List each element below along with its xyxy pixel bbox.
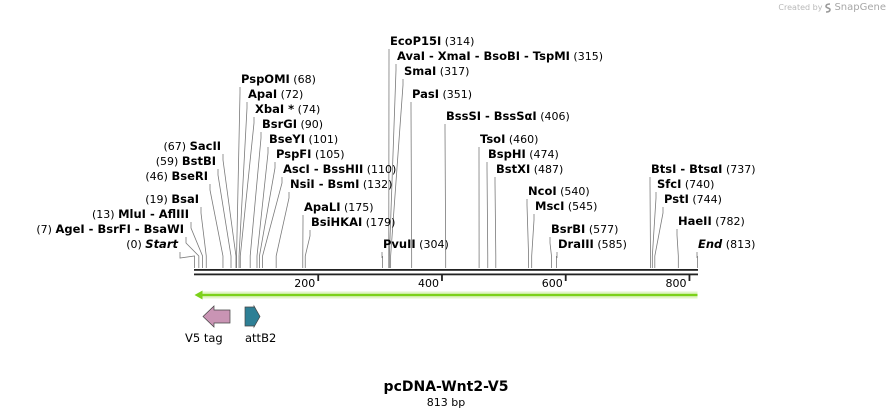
site-leader-pspomi [236, 87, 241, 268]
site-leader-pvuii [381, 252, 383, 268]
site-label-apali[interactable]: ApaLI (175) [304, 200, 374, 214]
feature-label-attb2: attB2 [245, 331, 276, 345]
site-label-psti[interactable]: PstI (744) [664, 192, 722, 206]
orf-arrowhead [194, 290, 203, 300]
feature-attb2[interactable]: attB2 [244, 304, 276, 345]
site-label-ncoi[interactable]: NcoI (540) [528, 184, 590, 198]
site-leader-bseri [209, 184, 224, 268]
site-label-mlui-afliii[interactable]: (13) MluI - AflIII [92, 207, 189, 221]
credit-prefix: Created by [778, 3, 823, 12]
axis-tick-200 [317, 275, 320, 281]
feature-arrow-attb2 [244, 304, 261, 329]
site-label-ecop15i[interactable]: EcoP15I (314) [390, 34, 474, 48]
site-leader-start [179, 252, 195, 268]
feature-arrows: V5 tag attB2 [185, 304, 276, 345]
axis-tick-label-200: 200 [294, 277, 315, 290]
site-leader-draiii [556, 252, 558, 268]
site-leader-agei-bsrfi-bsawi [185, 237, 200, 268]
axis-tick-label-400: 400 [418, 277, 439, 290]
site-label-avai-xmai-bsobi-tspmi[interactable]: AvaI - XmaI - BsoBI - TspMI (315) [397, 49, 603, 63]
sequence-line-bottom [194, 273, 698, 276]
site-leader-ncoi [526, 199, 529, 268]
site-leader-pspfi [259, 162, 276, 268]
site-leader-psti [654, 207, 664, 268]
site-leader-bstxi [494, 177, 497, 268]
plasmid-length: 813 bp [426, 396, 466, 409]
site-label-bsrgi[interactable]: BsrGI (90) [262, 117, 323, 131]
site-label-bstbi[interactable]: (59) BstBI [156, 154, 216, 168]
site-label-pspomi[interactable]: PspOMI (68) [241, 72, 316, 86]
site-label-sfci[interactable]: SfcI (740) [657, 177, 714, 191]
site-label-draiii[interactable]: DraIII (585) [558, 237, 627, 251]
site-label-bseyi[interactable]: BseYI (101) [269, 132, 338, 146]
site-leader-sacii [222, 154, 237, 268]
site-label-start[interactable]: (0) Start [126, 237, 178, 251]
snapgene-credit: Created by SnapGene [778, 2, 886, 13]
site-label-bsihkai[interactable]: BsiHKAI (179) [311, 215, 395, 229]
site-label-sacii[interactable]: (67) SacII [164, 139, 222, 153]
title-block: pcDNA-Wnt2-V5 813 bp [300, 379, 592, 409]
site-label-msci[interactable]: MscI (545) [535, 199, 597, 213]
sequence-backbone [194, 269, 698, 276]
feature-label-v5-tag: V5 tag [185, 331, 223, 345]
site-leader-sfci [651, 192, 657, 268]
feature-v5-tag[interactable]: V5 tag [185, 305, 231, 345]
site-leader-bstbi [217, 169, 232, 268]
site-label-btsi-bts-i[interactable]: BtsI - BtsαI (737) [651, 162, 756, 176]
site-label-bsrbi[interactable]: BsrBI (577) [551, 222, 618, 236]
orf-arrow [194, 290, 698, 300]
site-label-agei-bsrfi-bsawi[interactable]: (7) AgeI - BsrFI - BsaWI [36, 222, 184, 236]
site-leaders [179, 49, 698, 268]
site-label-tsoi[interactable]: TsoI (460) [480, 132, 538, 146]
site-leader-asci-bsshii [262, 177, 283, 268]
feature-arrow-v5-tag [202, 305, 231, 328]
site-leader-smai [390, 79, 404, 268]
axis-ticks: 200 400 600 800 [294, 275, 691, 290]
site-label-pspfi[interactable]: PspFI (105) [276, 147, 345, 161]
site-label-bstxi[interactable]: BstXI (487) [496, 162, 563, 176]
site-label-pvuii[interactable]: PvuII (304) [383, 237, 449, 251]
site-leader-bsihkai [304, 230, 311, 268]
sequence-line-top [194, 269, 698, 271]
site-leader-bsrbi [549, 237, 552, 268]
site-leader-apai [238, 102, 248, 268]
credit-brand: SnapGene [834, 2, 886, 13]
site-leader-pasi [410, 102, 413, 268]
axis-tick-800 [688, 275, 691, 281]
site-leader-bsai [200, 207, 207, 268]
site-leader-bsrgi [249, 132, 262, 268]
site-label-bsai[interactable]: (19) BsaI [145, 192, 199, 206]
site-leader-mlui-afliii [190, 222, 203, 268]
site-leader-xbai [239, 117, 255, 268]
site-label-apai[interactable]: ApaI (72) [248, 87, 303, 101]
site-label-bsssi-bsss-i[interactable]: BssSI - BssSαI (406) [446, 109, 570, 123]
site-label-asci-bsshii[interactable]: AscI - BssHII (110) [283, 162, 396, 176]
site-label-bseri[interactable]: (46) BseRI [145, 169, 208, 183]
site-leader-bseyi [256, 147, 269, 268]
site-label-xbai[interactable]: XbaI * (74) [255, 102, 320, 116]
site-label-pasi[interactable]: PasI (351) [412, 87, 472, 101]
site-label-bsphi[interactable]: BspHI (474) [488, 147, 559, 161]
site-leader-avai-xmai-bsobi-tspmi [388, 64, 397, 268]
orf-shaft[interactable] [200, 293, 698, 297]
site-label-end[interactable]: End (813) [698, 237, 755, 251]
site-labels: (0) Start(7) AgeI - BsrFI - BsaWI(13) Ml… [36, 34, 755, 251]
site-label-haeii[interactable]: HaeII (782) [678, 214, 745, 228]
site-leader-end [696, 252, 698, 268]
site-label-nsii-bsmi[interactable]: NsiI - BsmI (132) [290, 177, 392, 191]
site-label-smai[interactable]: SmaI (317) [404, 64, 469, 78]
axis-tick-600 [564, 275, 567, 281]
axis-tick-400 [441, 275, 443, 281]
site-leader-msci [531, 214, 535, 268]
site-leader-nsii-bsmi [275, 192, 290, 268]
axis-tick-label-800: 800 [665, 277, 686, 290]
site-leader-bsssi-bsss-i [444, 124, 447, 268]
snapgene-logo-icon [824, 2, 832, 13]
plasmid-name: pcDNA-Wnt2-V5 [383, 379, 509, 395]
site-leader-bsphi [486, 162, 489, 268]
site-leader-haeii [676, 229, 679, 268]
axis-tick-label-600: 600 [542, 277, 563, 290]
